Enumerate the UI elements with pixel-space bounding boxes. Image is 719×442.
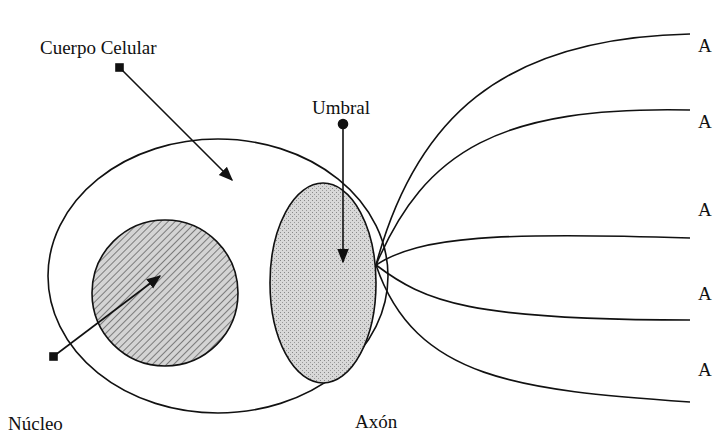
part-label: Cuerpo Celular [40, 38, 157, 59]
part-label: Umbral [312, 98, 370, 119]
axon-terminal-label: A [698, 200, 712, 221]
axon-terminal-label: A [698, 360, 712, 381]
leader-lines [50, 64, 348, 360]
axon-terminal-label: A [698, 284, 712, 305]
threshold-region [270, 183, 376, 383]
part-label: Axón [355, 412, 397, 433]
axon-terminal-label: A [698, 36, 712, 57]
nucleus [92, 220, 238, 366]
axon-branches [376, 34, 690, 402]
cell-body [48, 139, 388, 413]
part-label: Núcleo [8, 414, 63, 435]
axon-terminal-label: A [698, 112, 712, 133]
